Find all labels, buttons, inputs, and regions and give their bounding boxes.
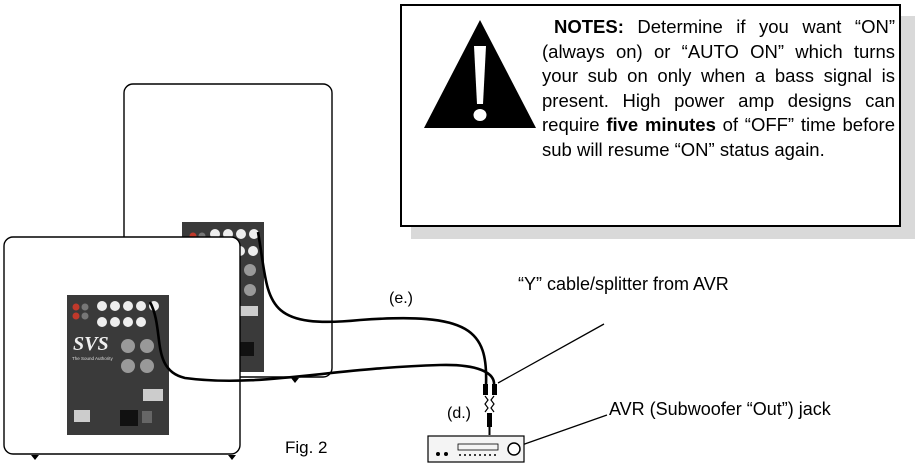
subwoofer-front-foot-right bbox=[228, 455, 236, 460]
brand-tagline: The Sound Authority bbox=[72, 356, 114, 361]
warning-icon bbox=[424, 20, 536, 128]
notes-box: NOTES: Determine if you want “ON” (alway… bbox=[400, 4, 901, 227]
subwoofer-front-foot bbox=[31, 455, 39, 460]
notes-body: Determine if you want “ON” (always on) o… bbox=[542, 16, 896, 135]
subwoofer-front: SVS The Sound Authority bbox=[3, 236, 241, 460]
amp-panel-front: SVS The Sound Authority bbox=[67, 295, 169, 435]
subwoofer-back-foot bbox=[291, 378, 299, 383]
notes-text: NOTES: Determine if you want “ON” (alway… bbox=[407, 15, 895, 162]
label-d: (d.) bbox=[447, 405, 471, 422]
avr-jack-label: AVR (Subwoofer “Out”) jack bbox=[609, 399, 831, 419]
leader-y-cable bbox=[497, 323, 605, 384]
y-splitter bbox=[483, 384, 497, 435]
figure-caption: Fig. 2 bbox=[285, 438, 328, 457]
notes-emphasis: five minutes bbox=[606, 114, 716, 135]
notes-tail: of “OFF” time before sub will resume “ON… bbox=[542, 114, 895, 160]
leader-avr-jack bbox=[518, 414, 608, 447]
y-cable-label: “Y” cable/splitter from AVR bbox=[518, 274, 729, 294]
label-e: (e.) bbox=[389, 290, 413, 307]
notes-title: NOTES: bbox=[554, 16, 624, 37]
avr-receiver bbox=[427, 435, 525, 463]
cable-back-sub bbox=[256, 231, 488, 386]
brand-logo: SVS bbox=[73, 333, 109, 355]
cable-front-sub bbox=[148, 301, 496, 386]
